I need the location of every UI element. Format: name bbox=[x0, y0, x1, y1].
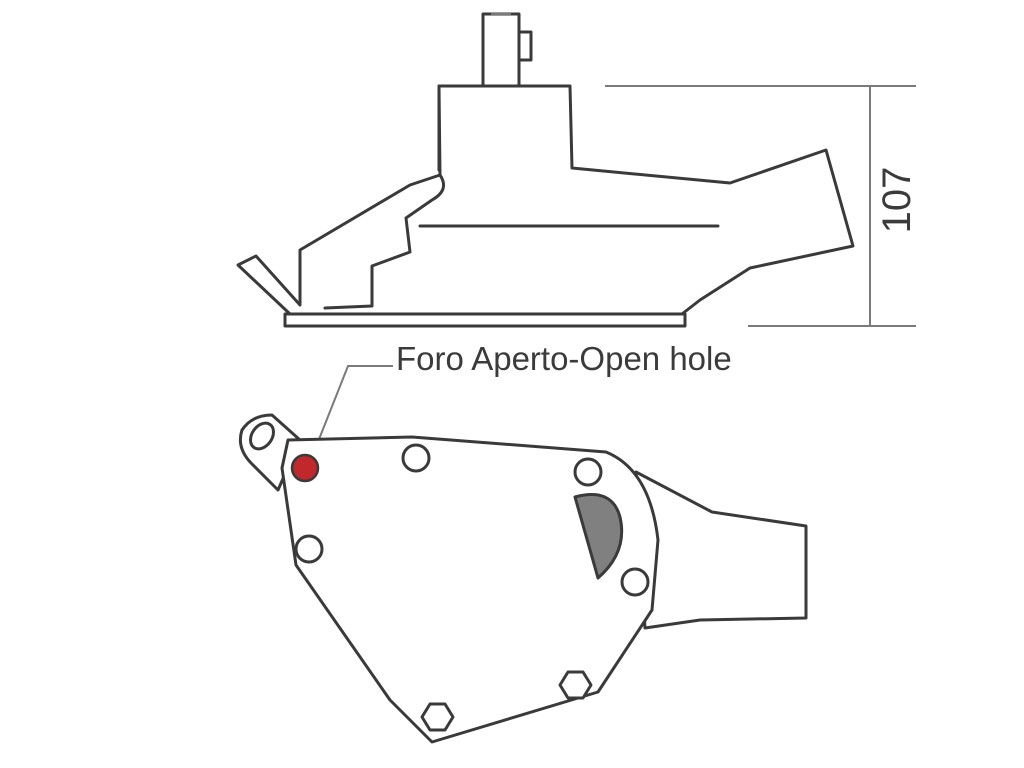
bolt-hole bbox=[401, 443, 431, 473]
height-dimension: 107 bbox=[605, 85, 919, 327]
side-view bbox=[236, 12, 855, 328]
callout-label: Foro Aperto-Open hole bbox=[396, 340, 732, 377]
top-view-rear-extension bbox=[634, 470, 808, 630]
bolt-hole bbox=[620, 567, 650, 597]
hex-nut bbox=[558, 670, 593, 700]
bolt-hole bbox=[294, 534, 324, 564]
side-view-body bbox=[236, 84, 855, 316]
side-view-stem bbox=[481, 12, 521, 88]
top-view-notch bbox=[573, 493, 624, 580]
top-view bbox=[238, 413, 808, 744]
hex-nut bbox=[420, 702, 455, 732]
open-hole-marker bbox=[290, 453, 320, 483]
side-view-inner-step bbox=[323, 173, 446, 310]
open-hole-callout: Foro Aperto-Open hole bbox=[309, 340, 732, 463]
side-view-base-plate bbox=[283, 312, 687, 328]
callout-leader-line bbox=[309, 365, 393, 463]
side-view-stem-tab bbox=[517, 30, 533, 62]
dimension-value: 107 bbox=[875, 167, 919, 234]
top-view-main-plate bbox=[280, 435, 660, 744]
top-view-lug-hole bbox=[249, 421, 275, 451]
bolt-hole bbox=[573, 457, 603, 487]
